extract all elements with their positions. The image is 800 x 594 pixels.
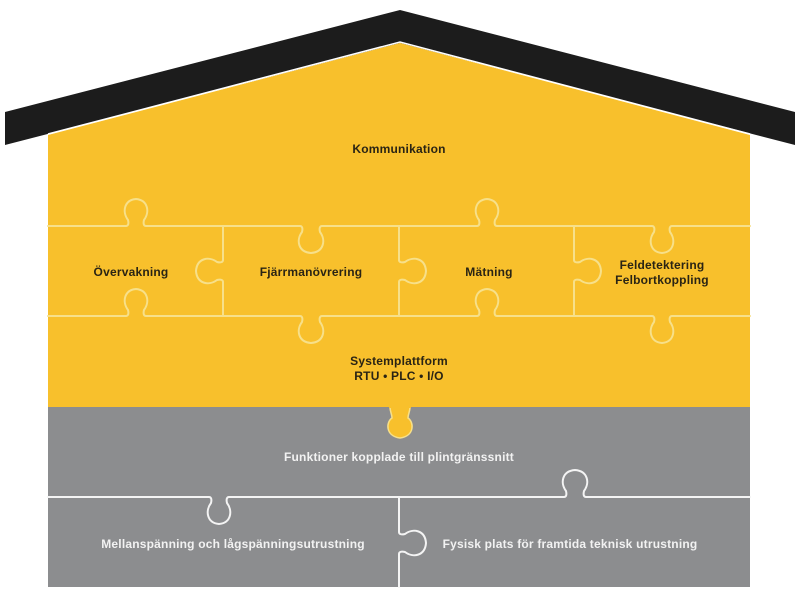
label-fysisk-plats: Fysisk plats för framtida teknisk utrust… [443,537,698,551]
seam-divider-1 [195,225,224,317]
platform-tab [387,406,413,439]
label-systemplattform: Systemplattform [350,354,448,368]
label-overvakning: Övervakning [94,264,169,279]
label-feldetektering: Feldetektering [620,258,705,272]
label-rtu-plc-io: RTU • PLC • I/O [354,369,443,383]
seam-divider-2 [398,225,427,317]
label-funktioner-plint: Funktioner kopplade till plintgränssnitt [284,450,514,464]
label-matning: Mätning [465,265,512,279]
label-felbortkoppling: Felbortkoppling [615,273,709,287]
seam-foundation-divider [398,496,427,588]
label-fjarrmanovrering: Fjärrmanövrering [260,265,363,279]
roof-inner-edge [47,41,751,135]
label-kommunikation: Kommunikation [352,142,445,156]
roof [5,10,795,145]
seam-divider-3 [573,225,602,317]
label-mellanspanning: Mellanspänning och lågspänningsutrustnin… [101,537,365,551]
platform-tab-cover [389,404,411,408]
seam-foundation-top [47,469,751,525]
